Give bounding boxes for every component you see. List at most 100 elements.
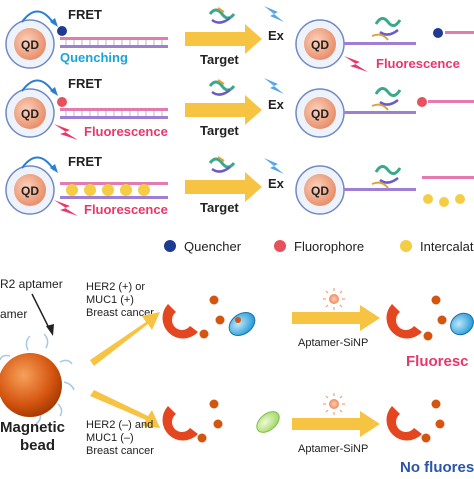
aptamer-side-label: amer: [0, 307, 27, 321]
bound-protein-icon: [371, 87, 402, 111]
negative-text-line2: MUC1 (–): [86, 432, 134, 444]
bound-protein-icon: [371, 17, 402, 41]
positive-text-line3: Breast cancer: [86, 307, 154, 319]
magnetic-particle: [435, 419, 445, 429]
fluorescence-result-label: Fluoresc: [406, 353, 469, 370]
aptamer-pointer: [31, 293, 51, 331]
sinp-glow-icon: [323, 288, 345, 310]
no-fluorescence-label: No fluores: [400, 459, 474, 474]
negative-text-line3: Breast cancer: [86, 445, 154, 457]
magnet-icon: [162, 304, 198, 339]
probe-label-bottom: Aptamer-SiNP: [298, 443, 368, 455]
fret-label: FRET: [68, 7, 102, 22]
quantum-dot: [304, 174, 336, 206]
magnetic-particle: [197, 433, 207, 443]
probe-arrow-top: [292, 305, 380, 331]
target-label: Target: [200, 123, 239, 138]
magnetic-bead: [0, 353, 62, 417]
magnet-icon: [162, 406, 198, 441]
cancer-cell-blue: [228, 312, 256, 336]
dna-duplex: [60, 108, 168, 119]
target-arrow: [185, 95, 262, 125]
legend-fluorophore-label: Fluorophore: [294, 239, 364, 254]
released-strand: [344, 111, 416, 114]
magnet-icon: [386, 406, 422, 441]
qd-label: QD: [311, 107, 329, 121]
legend: Quencher Fluorophore Intercalat: [164, 239, 474, 254]
target-label: Target: [200, 52, 239, 67]
dna-duplex: [60, 37, 168, 48]
quantum-dot: [14, 174, 46, 206]
fluorescence-label: Fluorescence: [376, 56, 460, 71]
protein-target-icon: [208, 156, 236, 173]
bottom-panel: R2 aptamer amer Magnetic bead HER2 (+) o…: [0, 277, 474, 476]
magnetic-particle: [431, 399, 441, 409]
qd-label: QD: [311, 38, 329, 52]
bead-label-line2: bead: [20, 437, 55, 454]
aptamer-pointer-head: [46, 324, 54, 336]
ex-label: Ex: [268, 28, 285, 43]
fret-arc: [21, 10, 55, 25]
target-arrow: [185, 172, 262, 202]
fret-arrowhead: [50, 18, 58, 27]
row-2: QD FRET Fluorescence Target Ex: [5, 76, 474, 140]
legend-quencher-label: Quencher: [184, 239, 242, 254]
quencher-dot: [433, 28, 443, 38]
magnetic-particle: [213, 419, 223, 429]
qd-label: QD: [311, 184, 329, 198]
sinp-glow-icon: [323, 393, 345, 415]
magnetic-particle: [215, 315, 225, 325]
released-strand: [344, 42, 416, 45]
fret-arrowhead: [50, 164, 58, 173]
target-label: Target: [200, 200, 239, 215]
excitation-bolt: [264, 6, 284, 22]
magnetic-particle: [209, 399, 219, 409]
quantum-dot: [304, 28, 336, 60]
positive-text-line1: HER2 (+) or: [86, 281, 145, 293]
legend-intercalator-swatch: [400, 240, 412, 252]
emission-bolt: [344, 56, 368, 72]
ex-label: Ex: [268, 97, 285, 112]
fluorescence-label: Fluorescence: [84, 202, 168, 217]
protein-target-icon: [208, 7, 236, 24]
emission-bolt: [54, 200, 78, 216]
cancer-cell-blue: [450, 312, 474, 336]
fret-arc: [21, 79, 55, 94]
normal-cell-green: [256, 411, 280, 433]
bead-label-line1: Magnetic: [0, 419, 65, 436]
magnetic-particle: [209, 295, 219, 305]
bound-protein-icon: [371, 165, 402, 189]
row-3: QD FRET Fluorescence Target Ex QD: [5, 154, 474, 217]
magnetic-particle: [423, 331, 433, 341]
released-strand: [428, 100, 474, 103]
fret-label: FRET: [68, 76, 102, 91]
dna-duplex: [60, 182, 168, 199]
emission-bolt: [54, 124, 78, 140]
magnetic-particle: [421, 433, 431, 443]
aptamer-top-label: R2 aptamer: [0, 277, 63, 291]
free-intercalator-dots: [423, 194, 465, 207]
target-arrow: [185, 24, 262, 54]
magnet-icon: [386, 304, 422, 339]
legend-quencher-swatch: [164, 240, 176, 252]
magnetic-particle: [235, 317, 241, 323]
excitation-bolt: [264, 158, 284, 174]
released-strand: [344, 188, 416, 191]
probe-arrow-bottom: [292, 411, 380, 437]
legend-fluorophore-swatch: [274, 240, 286, 252]
quantum-dot: [14, 97, 46, 129]
magnetic-particle: [437, 315, 447, 325]
fluorescence-label: Fluorescence: [84, 124, 168, 139]
fret-label: FRET: [68, 154, 102, 169]
qd-label: QD: [21, 184, 39, 198]
excitation-bolt: [264, 78, 284, 94]
magnetic-particle: [199, 329, 209, 339]
magnetic-particle: [431, 295, 441, 305]
quenching-label: Quenching: [60, 50, 128, 65]
ex-label: Ex: [268, 176, 285, 191]
fret-arrowhead: [50, 87, 58, 96]
fret-arc: [21, 156, 55, 171]
quantum-dot: [304, 97, 336, 129]
protein-target-icon: [208, 79, 236, 96]
